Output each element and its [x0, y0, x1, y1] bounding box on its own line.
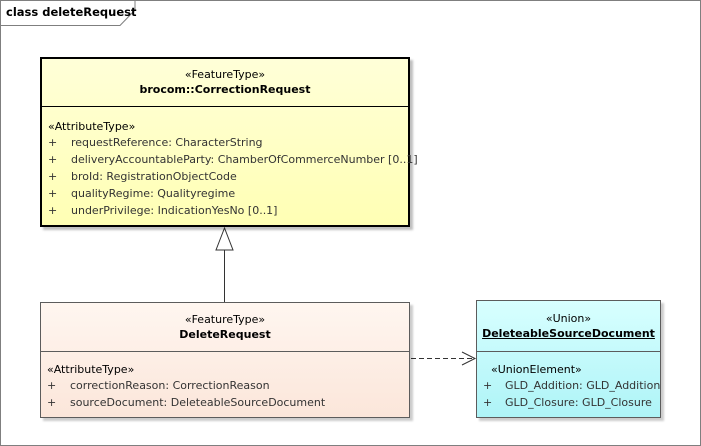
class-name: DeleteableSourceDocument: [482, 327, 655, 340]
dependency-arrowhead: [461, 351, 477, 366]
class-delete-request[interactable]: «FeatureType» DeleteRequest «AttributeTy…: [40, 302, 410, 418]
attribute-text: broId: RegistrationObjectCode: [71, 170, 237, 183]
visibility-marker: +: [483, 379, 493, 392]
class-deleteable-source-document[interactable]: «Union» DeleteableSourceDocument «UnionE…: [476, 300, 661, 418]
visibility-marker: +: [483, 396, 493, 409]
attribute-text: deliveryAccountableParty: ChamberOfComme…: [71, 153, 418, 166]
visibility-marker: +: [48, 170, 58, 183]
attribute-text: correctionReason: CorrectionReason: [70, 379, 270, 392]
visibility-marker: +: [48, 204, 58, 217]
class-stereotype: «FeatureType»: [184, 313, 266, 326]
attribute-text: GLD_Closure: GLD_Closure: [505, 396, 652, 409]
class-stereotype: «FeatureType»: [184, 68, 266, 81]
class-header: «FeatureType» brocom::CorrectionRequest: [42, 59, 408, 107]
frame-label-tab: [0, 0, 136, 26]
attribute-section-stereotype: «UnionElement»: [491, 363, 582, 376]
visibility-marker: +: [48, 187, 58, 200]
class-name: brocom::CorrectionRequest: [139, 83, 311, 96]
class-correction-request[interactable]: «FeatureType» brocom::CorrectionRequest …: [40, 57, 418, 227]
attribute-row: + requestReference: CharacterString: [42, 134, 408, 151]
attribute-compartment: «AttributeType» + requestReference: Char…: [42, 107, 418, 219]
attribute-row: + deliveryAccountableParty: ChamberOfCom…: [42, 151, 418, 168]
generalization-arrowhead: [215, 226, 234, 251]
attribute-text: requestReference: CharacterString: [71, 136, 263, 149]
attribute-row: + GLD_Addition: GLD_Addition: [477, 377, 660, 394]
attribute-row: + qualityRegime: Qualityregime: [42, 185, 408, 202]
frame-label: class deleteRequest: [6, 5, 137, 19]
class-header: «Union» DeleteableSourceDocument: [477, 301, 660, 352]
visibility-marker: +: [48, 153, 58, 166]
attribute-compartment: «AttributeType» + correctionReason: Corr…: [41, 352, 409, 411]
attribute-row: + sourceDocument: DeleteableSourceDocume…: [41, 394, 409, 411]
class-header: «FeatureType» DeleteRequest: [41, 303, 409, 352]
attribute-compartment: «UnionElement» + GLD_Addition: GLD_Addit…: [477, 352, 660, 411]
visibility-marker: +: [47, 379, 57, 392]
visibility-marker: +: [48, 136, 58, 149]
class-stereotype: «Union»: [545, 312, 592, 325]
attribute-row: + correctionReason: CorrectionReason: [41, 377, 409, 394]
attribute-text: qualityRegime: Qualityregime: [71, 187, 236, 200]
class-name: DeleteRequest: [179, 328, 271, 341]
attribute-row: + underPrivilege: IndicationYesNo [0..1]: [42, 202, 408, 219]
visibility-marker: +: [47, 396, 57, 409]
attribute-row: + GLD_Closure: GLD_Closure: [477, 394, 660, 411]
attribute-text: sourceDocument: DeleteableSourceDocument: [70, 396, 326, 409]
attribute-text: underPrivilege: IndicationYesNo [0..1]: [71, 204, 278, 217]
attribute-section-stereotype: «AttributeType»: [47, 363, 135, 376]
attribute-text: GLD_Addition: GLD_Addition: [505, 379, 661, 392]
attribute-row: + broId: RegistrationObjectCode: [42, 168, 408, 185]
attribute-section-stereotype: «AttributeType»: [48, 120, 136, 133]
